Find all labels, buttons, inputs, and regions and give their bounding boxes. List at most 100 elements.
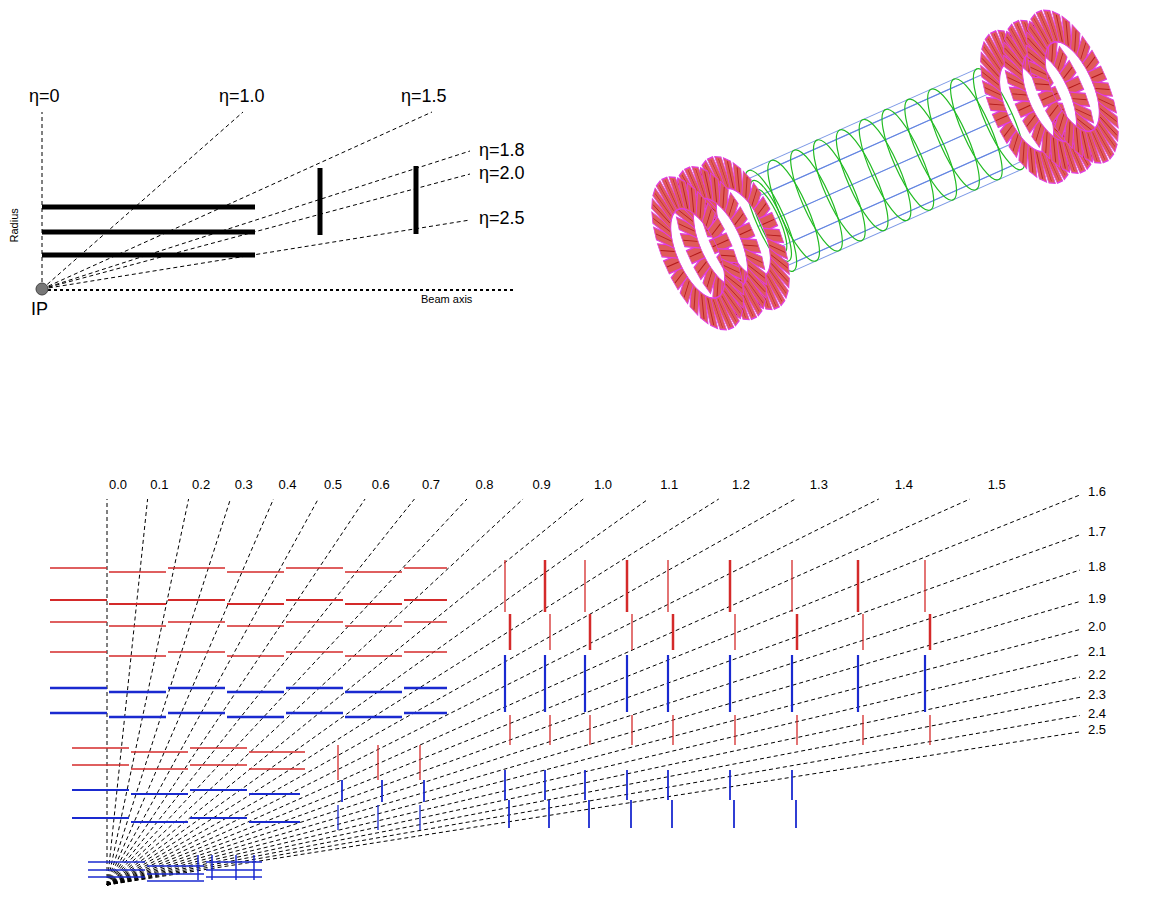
barrel-module	[404, 712, 447, 715]
eta-line	[107, 677, 1080, 885]
barrel-module	[168, 567, 225, 568]
module-strip	[1096, 88, 1110, 89]
barrel-module	[131, 821, 188, 823]
disc-module	[734, 715, 735, 745]
disc-module	[626, 655, 628, 712]
eta-value: 0.4	[277, 478, 297, 493]
module	[656, 181, 676, 215]
module-strip	[694, 289, 695, 310]
eta-map	[50, 495, 1080, 885]
barrel-ring	[873, 104, 943, 216]
barrel-ring	[850, 114, 920, 226]
axis-label: η=2.5	[478, 208, 526, 229]
module-strip	[1012, 94, 1026, 95]
disc-module	[630, 800, 632, 828]
barrel-module	[147, 880, 204, 882]
disc-module	[733, 800, 735, 828]
module-strip	[758, 203, 767, 214]
module-strip	[1059, 114, 1064, 131]
eta-line	[107, 655, 1080, 885]
axis-label: η=2.0	[478, 163, 526, 184]
eta-value: 0.6	[371, 478, 391, 493]
eta-value: 2.4	[1087, 707, 1107, 722]
disc-module	[235, 855, 237, 880]
eta-value: 2.2	[1087, 668, 1107, 683]
disc-module	[729, 655, 731, 712]
disc-module	[509, 614, 512, 650]
module-strip	[1046, 132, 1047, 153]
disc-module	[862, 614, 863, 650]
eta-line	[42, 151, 470, 289]
barrel-module	[168, 712, 225, 715]
module-strip	[690, 252, 702, 257]
barrel-module	[227, 571, 284, 572]
module	[1092, 82, 1112, 96]
disc-module	[791, 770, 793, 800]
module-strip	[746, 177, 747, 198]
barrel-module	[404, 687, 447, 690]
eta-value: 1.7	[1087, 525, 1107, 540]
disc-module	[337, 805, 338, 830]
barrel-ring	[781, 145, 851, 257]
module-strip	[727, 161, 733, 188]
barrel-module	[345, 716, 402, 719]
endcap-disc	[318, 168, 323, 235]
module-strip	[1058, 53, 1063, 70]
barrel-module	[50, 712, 107, 715]
disc-module	[929, 715, 930, 745]
module-strip	[1064, 67, 1073, 78]
eta-value: 0.9	[532, 478, 552, 493]
eta-line	[42, 220, 470, 289]
module-strip	[1081, 43, 1086, 60]
module-strip	[661, 250, 675, 251]
module-strip	[1091, 73, 1103, 78]
disc-module	[584, 770, 586, 800]
disc-module	[419, 745, 420, 780]
axis-label: η=0	[28, 86, 61, 107]
eta-line	[42, 112, 432, 289]
barrel-ring	[804, 134, 874, 246]
eta-line	[107, 499, 795, 885]
disc-module	[211, 855, 213, 880]
module-strip	[700, 197, 701, 218]
barrel-module	[109, 603, 166, 605]
eta-line	[107, 499, 189, 885]
barrel-module	[88, 869, 145, 871]
barrel-module	[168, 599, 225, 601]
module-strip	[1037, 152, 1043, 179]
disc-module	[504, 655, 506, 712]
barrel-module	[147, 873, 204, 875]
disc-module	[544, 560, 547, 612]
axis-label: η=1.0	[218, 86, 266, 107]
module-strip	[717, 240, 729, 245]
disc-module	[862, 715, 863, 745]
eta-value: 1.4	[894, 478, 914, 493]
eta-value: 1.5	[987, 478, 1007, 493]
eta-line	[42, 112, 243, 289]
module-strip	[1075, 30, 1076, 51]
barrel-module	[131, 793, 188, 795]
disc-module	[381, 780, 383, 802]
barrel-module	[404, 567, 447, 568]
eta-value: 1.3	[809, 478, 829, 493]
barrel-module	[190, 747, 247, 748]
disc-module	[423, 780, 425, 802]
endcap-wheel	[656, 154, 786, 332]
eta-line	[107, 499, 719, 885]
barrel-module	[345, 691, 402, 694]
eta-value: 1.1	[659, 478, 679, 493]
eta-value: 1.2	[731, 478, 751, 493]
barrel-module	[109, 571, 166, 572]
barrel-module	[249, 793, 300, 795]
module-strip	[1082, 131, 1088, 158]
eta-value: 2.0	[1087, 620, 1107, 635]
barrel-module	[286, 599, 343, 601]
module-strip	[1069, 83, 1081, 88]
schematic	[36, 112, 515, 295]
barrel-module	[404, 621, 447, 622]
module-strip	[723, 187, 724, 208]
disc-module	[377, 805, 378, 830]
barrel-module	[227, 655, 284, 656]
module-strip	[683, 240, 697, 241]
module-strip	[737, 167, 739, 192]
